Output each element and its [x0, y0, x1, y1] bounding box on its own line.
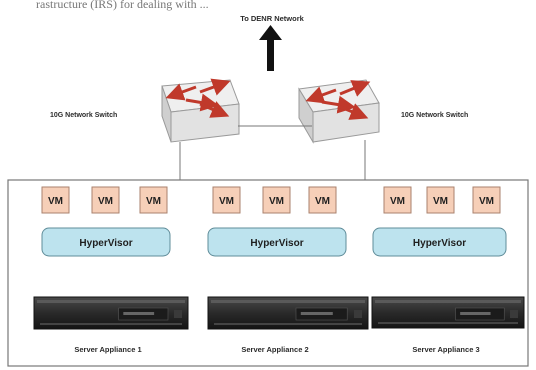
switch-arrows-icon	[165, 78, 231, 118]
hypervisor-box: HyperVisor	[207, 227, 347, 257]
connection-lines	[179, 125, 366, 180]
switch-1-label: 10G Network Switch	[50, 112, 117, 119]
vm-label: VM	[48, 196, 63, 207]
vm-label: VM	[315, 196, 330, 207]
vm-label: VM	[269, 196, 284, 207]
vm-label: VM	[390, 196, 405, 207]
server-appliance-label: Server Appliance 1	[74, 345, 141, 354]
vm-box: VM	[308, 186, 337, 214]
server-icon	[371, 296, 525, 329]
server-cluster-box	[7, 179, 529, 367]
header-fragment: rastructure (IRS) for dealing with ...	[36, 0, 209, 11]
hypervisor-label: HyperVisor	[250, 238, 303, 249]
server-icon	[33, 296, 189, 330]
network-switch-2	[298, 79, 380, 144]
uplink-label: To DENR Network	[240, 14, 304, 23]
vm-box: VM	[212, 186, 241, 214]
vm-box: VM	[91, 186, 120, 214]
server-appliance-label: Server Appliance 2	[241, 345, 308, 354]
vm-box: VM	[41, 186, 70, 214]
vm-box: VM	[383, 186, 412, 214]
vm-box: VM	[472, 186, 501, 214]
uplink-arrow-icon	[259, 25, 282, 71]
vm-label: VM	[479, 196, 494, 207]
vm-label: VM	[433, 196, 448, 207]
vm-box: VM	[262, 186, 291, 214]
switch-arrows-icon	[305, 80, 371, 120]
vm-box: VM	[426, 186, 455, 214]
network-switch-1	[161, 78, 240, 143]
hypervisor-box: HyperVisor	[41, 227, 171, 257]
vm-label: VM	[219, 196, 234, 207]
hypervisor-box: HyperVisor	[372, 227, 507, 257]
hypervisor-label: HyperVisor	[79, 238, 132, 249]
vm-box: VM	[139, 186, 168, 214]
switch-2-label: 10G Network Switch	[401, 112, 468, 119]
vm-label: VM	[146, 196, 161, 207]
hypervisor-label: HyperVisor	[413, 238, 466, 249]
server-appliance-label: Server Appliance 3	[412, 345, 479, 354]
server-icon	[207, 296, 369, 330]
vm-label: VM	[98, 196, 113, 207]
